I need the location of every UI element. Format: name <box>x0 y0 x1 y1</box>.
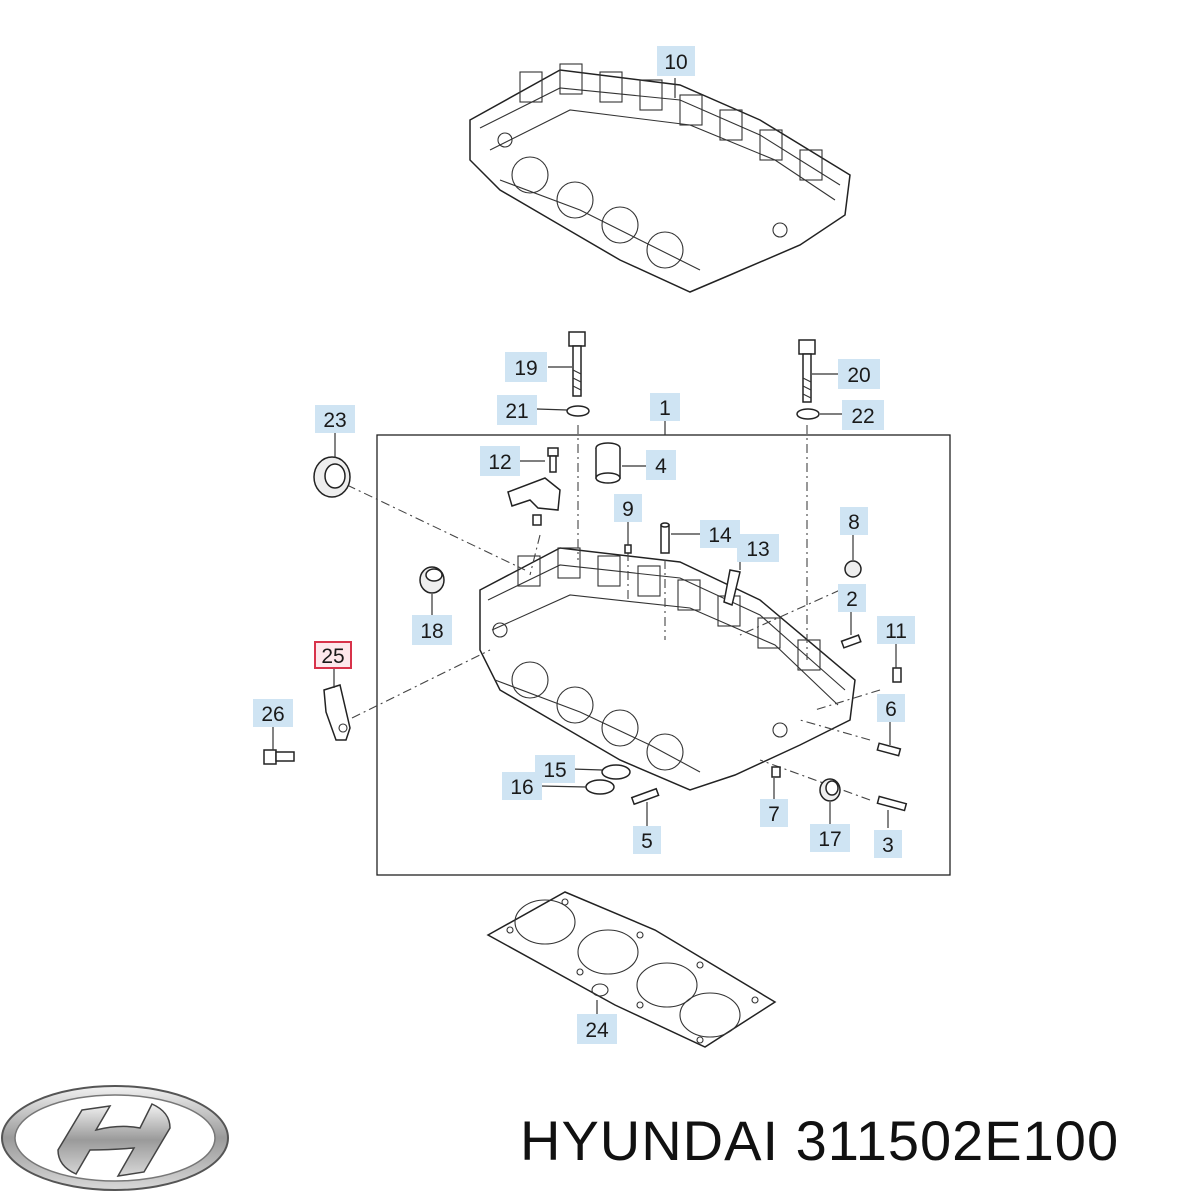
svg-text:13: 13 <box>746 538 769 561</box>
cylinder-head-main-illustration <box>479 547 856 791</box>
callout-9: 9 <box>614 494 642 522</box>
svg-text:25: 25 <box>321 645 344 668</box>
callout-26: 26 <box>253 699 293 727</box>
callout-17: 17 <box>810 824 850 852</box>
callout-23: 23 <box>315 405 355 433</box>
svg-text:24: 24 <box>585 1019 609 1042</box>
callout-11: 11 <box>877 616 915 644</box>
svg-text:1: 1 <box>659 397 671 420</box>
bolt-26 <box>263 749 295 765</box>
callout-12: 12 <box>480 446 520 476</box>
svg-text:9: 9 <box>622 498 634 521</box>
cylinder-head-top-illustration <box>469 63 851 293</box>
head-gasket-24 <box>486 891 777 1048</box>
callout-24: 24 <box>577 1014 617 1044</box>
plug-18 <box>419 566 445 594</box>
bolt-11 <box>892 667 902 683</box>
callout-13: 13 <box>737 534 779 562</box>
callout-1: 1 <box>650 393 680 421</box>
brand-name: HYUNDAI <box>520 1109 780 1172</box>
stud-2 <box>840 634 862 649</box>
bearing-cap <box>507 477 561 526</box>
stud-6 <box>876 742 902 757</box>
svg-text:11: 11 <box>885 620 907 643</box>
o-ring-15 <box>601 764 631 780</box>
brand-part-title: HYUNDAI 311502E100 <box>520 1108 1119 1173</box>
callout-5: 5 <box>633 826 661 854</box>
assembly-dash-lines <box>346 425 881 801</box>
callout-16: 16 <box>502 772 542 800</box>
cup-8 <box>844 560 862 578</box>
valve-guide-14 <box>660 522 670 554</box>
callout-10: 10 <box>657 46 695 76</box>
svg-text:16: 16 <box>510 776 533 799</box>
svg-text:20: 20 <box>847 364 870 387</box>
callout-25: 25 <box>314 641 352 669</box>
hyundai-logo-icon <box>1 1085 229 1191</box>
callout-22: 22 <box>842 400 884 430</box>
o-ring-16 <box>585 779 615 795</box>
callout-19: 19 <box>505 352 547 382</box>
svg-text:10: 10 <box>664 51 687 74</box>
stud-5 <box>630 787 660 806</box>
svg-text:8: 8 <box>848 511 860 534</box>
plug-7 <box>771 766 781 778</box>
svg-text:3: 3 <box>882 834 894 857</box>
stud-3 <box>876 795 908 812</box>
head-bolt-20 <box>798 339 816 403</box>
callout-8: 8 <box>840 507 868 535</box>
svg-text:14: 14 <box>708 524 732 547</box>
svg-text:23: 23 <box>323 409 346 432</box>
callout-20: 20 <box>838 359 880 389</box>
svg-text:7: 7 <box>768 803 780 826</box>
callout-leaders <box>272 366 897 1014</box>
svg-text:5: 5 <box>641 830 653 853</box>
seal-ring-17 <box>819 778 841 802</box>
callout-18: 18 <box>412 615 452 645</box>
stud-9 <box>624 544 632 554</box>
svg-text:22: 22 <box>851 405 874 428</box>
callout-3: 3 <box>874 830 902 858</box>
bracket-25 <box>323 684 351 741</box>
exploded-view-frame <box>376 434 951 876</box>
svg-text:21: 21 <box>505 400 528 423</box>
svg-text:6: 6 <box>885 698 897 721</box>
svg-text:18: 18 <box>420 620 443 643</box>
head-bolt-19 <box>568 331 586 397</box>
callout-6: 6 <box>877 694 905 722</box>
callout-4: 4 <box>646 450 676 480</box>
svg-text:2: 2 <box>846 588 858 611</box>
svg-text:4: 4 <box>655 455 667 478</box>
washer-22 <box>796 408 820 420</box>
callout-14: 14 <box>700 520 740 548</box>
valve-seal-13 <box>723 569 741 606</box>
svg-text:17: 17 <box>818 828 841 851</box>
callout-labels: 10 19 20 21 1 22 23 12 4 9 14 13 8 2 11 … <box>253 46 915 1044</box>
oil-seal-23 <box>313 456 351 498</box>
callout-7: 7 <box>760 799 788 827</box>
callout-2: 2 <box>838 584 866 612</box>
cap-bolt-12 <box>547 447 559 473</box>
svg-text:26: 26 <box>261 703 284 726</box>
svg-text:12: 12 <box>488 451 511 474</box>
part-number: 311502E100 <box>795 1109 1120 1172</box>
callout-21: 21 <box>497 395 537 425</box>
svg-text:19: 19 <box>514 357 537 380</box>
washer-21 <box>566 405 590 417</box>
svg-text:15: 15 <box>543 759 566 782</box>
tappet-4 <box>595 442 621 484</box>
